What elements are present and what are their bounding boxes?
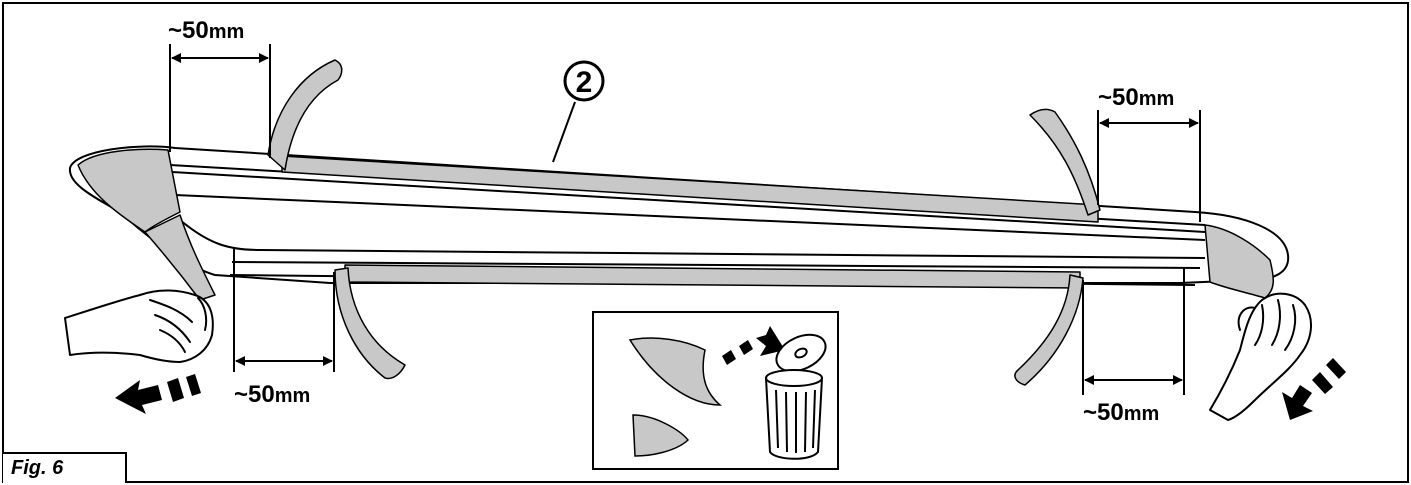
dimension-label-top-left: ~50mm (168, 17, 244, 44)
disposal-inset (592, 311, 839, 470)
tape-flap-bottom-right (1014, 274, 1084, 386)
dimension-bottom-right (1082, 268, 1185, 395)
dimension-label-bottom-right: ~50mm (1083, 399, 1159, 426)
direction-arrow-icon (115, 374, 201, 414)
callout-number: 2 (576, 66, 593, 99)
film-left-end (77, 148, 181, 233)
film-right-end (1204, 224, 1275, 299)
dimension-label-top-right: ~50mm (1098, 84, 1174, 111)
dimension-top-left (169, 44, 271, 158)
direction-arrow-icon (722, 326, 785, 365)
trash-can-icon (765, 333, 827, 460)
dimension-bottom-left (233, 248, 335, 372)
tape-flap-top-right (1029, 108, 1101, 216)
dimension-label-bottom-left: ~50mm (234, 381, 310, 408)
spoiler-top-line-2 (171, 171, 1206, 233)
direction-arrow-icon (1282, 358, 1346, 420)
callout-2: 2 (552, 60, 605, 163)
spoiler-lower-line (179, 219, 1206, 259)
film-left-hanging (144, 214, 216, 301)
hand-icon (1209, 292, 1312, 421)
discarded-film-icon (632, 414, 690, 457)
adhesive-tape (77, 59, 1275, 386)
spoiler-mid-line (174, 194, 1206, 241)
tape-flap-bottom-left (334, 267, 406, 380)
figure-label: Fig. 6 (3, 452, 127, 483)
spoiler-bottom-line (231, 261, 1201, 269)
hand-icon (64, 289, 214, 363)
dimension-top-right (1097, 110, 1201, 222)
spoiler-part (68, 145, 1290, 286)
discarded-film-icon (628, 337, 723, 406)
tape-flap-top-left (267, 59, 343, 171)
